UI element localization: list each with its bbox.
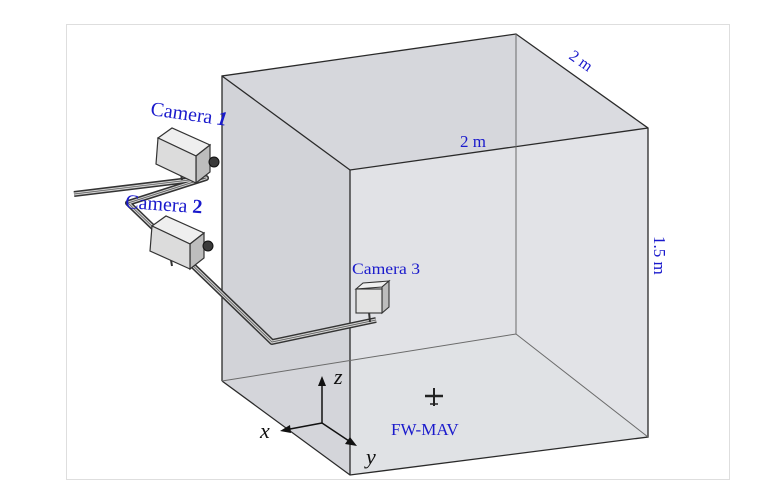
width-dimension-label: 2 m [460,132,486,151]
room-box [221,33,649,476]
camera-2 [149,215,214,271]
x-axis-arrow [289,422,323,430]
fw-mav-label: FW-MAV [391,420,459,439]
coordinate-axes [280,376,357,446]
room-front-face [350,128,648,475]
camera-2-lens-icon [202,240,214,252]
camera-3-label: Camera 3 [352,261,420,278]
figure-frame [66,24,730,480]
camera-1-lens-icon [208,156,220,168]
camera-3 [354,279,391,323]
camera-2-label: Camera 2 [125,191,204,218]
y-axis-arrow [321,422,350,442]
camera-mounting-rail [73,175,377,345]
y-axis-label: y [364,444,376,469]
camera-1 [155,127,220,185]
depth-dimension-label: 2 m [566,47,596,75]
height-dimension-label: 1.5 m [650,236,669,275]
fw-mav-icon [425,388,443,406]
x-axis-label: x [259,418,270,443]
camera-1-label: Camera 1 [149,98,228,131]
z-axis-label: z [333,364,343,389]
